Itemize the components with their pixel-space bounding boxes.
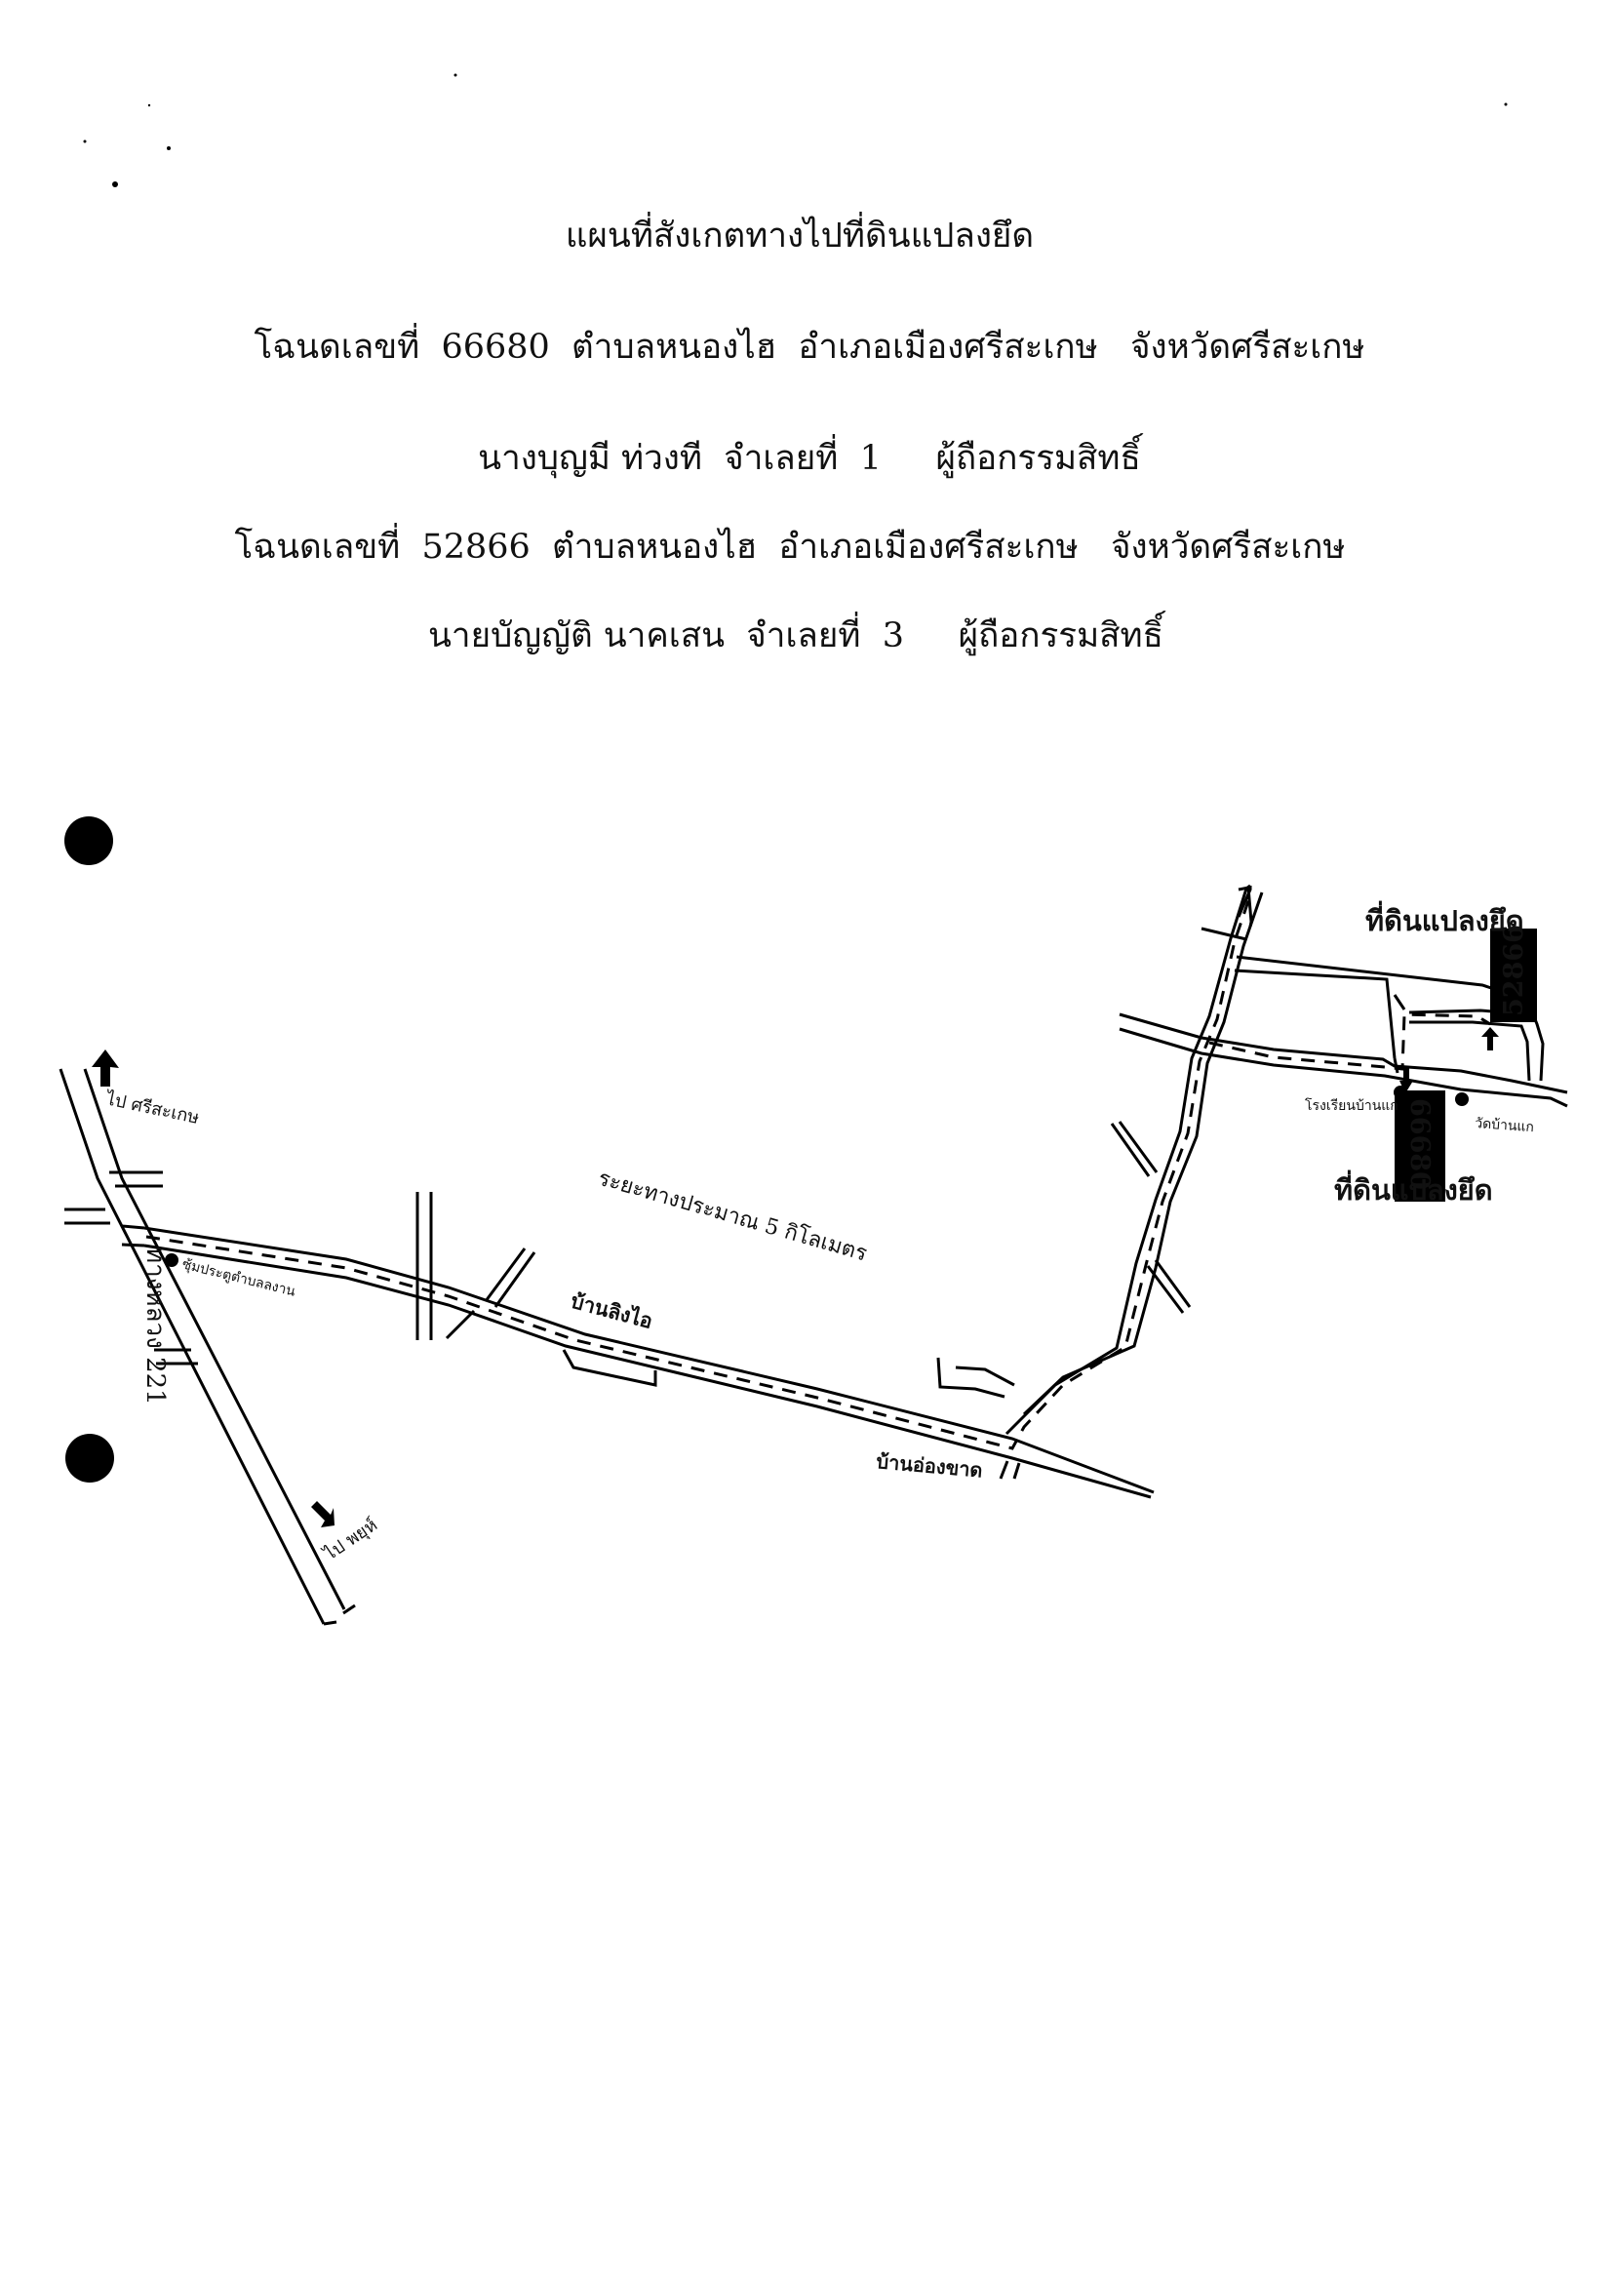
parcel-66680-box: 66680 <box>1395 1090 1445 1202</box>
highway-221-label: ทางหลวง 221 <box>140 1247 170 1405</box>
arrow-to-phayu-icon <box>311 1501 335 1527</box>
arrow-parcel-52866-icon <box>1481 1027 1499 1050</box>
branch-road <box>936 884 1264 1480</box>
deed-line-66680: โฉนดเลขที่ 66680 ตำบลหนองไฮ อำเภอเมืองศร… <box>254 328 1365 367</box>
parcel-66680-label: 66680 <box>1404 1098 1435 1190</box>
parcel-52866-box: 52866 <box>1490 925 1537 1022</box>
highway-221-road <box>59 1068 356 1626</box>
seized-land-label-bottom: ที่ดินแปลงยึด <box>1334 1169 1493 1207</box>
punch-hole-bottom <box>65 1434 114 1483</box>
ban-lingai-label: บ้านลิงไอ <box>569 1288 655 1333</box>
dam-label: ซุ้มประตูตำบลลงาน <box>180 1256 297 1299</box>
ban-ongkhat-label: บ้านอ่องขาด <box>876 1449 984 1482</box>
distance-label: ระยะทางประมาณ 5 กิโลเมตร <box>595 1166 870 1267</box>
scan-specks <box>83 73 1508 187</box>
dam-marker-icon <box>165 1253 178 1267</box>
main-road <box>121 1192 1155 1499</box>
temple-label: วัดบ้านแก <box>1475 1116 1535 1135</box>
parcel-52866-label: 52866 <box>1499 925 1529 1016</box>
temple-marker-icon <box>1455 1092 1469 1106</box>
punch-hole-top <box>64 816 113 865</box>
owner-line-1: นางบุญมี ท่วงที จำเลยที่ 1 ผู้ถือกรรมสิท… <box>478 439 1141 478</box>
owner-line-3: นายบัญญัติ นาคเสน จำเลยที่ 3 ผู้ถือกรรมส… <box>428 616 1163 655</box>
arrow-to-sisaket-icon <box>92 1049 119 1087</box>
seized-land-label-top: ที่ดินแปลงยึด <box>1365 900 1524 937</box>
deed-line-52866: โฉนดเลขที่ 52866 ตำบลหนองไฮ อำเภอเมืองศร… <box>234 528 1346 567</box>
to-sisaket-label: ไป ศรีสะเกษ <box>102 1088 201 1128</box>
route-dashed-line <box>145 891 1491 1450</box>
school-label: โรงเรียนบ้านแก <box>1305 1097 1398 1114</box>
map-title: แผนที่สังเกตทางไปที่ดินแปลงยึด <box>565 217 1035 256</box>
